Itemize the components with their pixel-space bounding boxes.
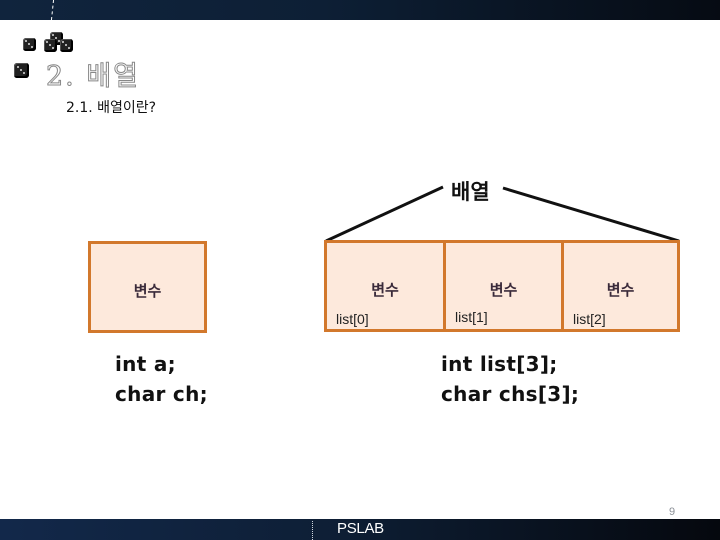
variable-label: 변수 xyxy=(606,281,635,299)
variable-label: 변수 xyxy=(489,281,518,299)
code-line: char ch; xyxy=(115,382,208,406)
footer-bar: PSLAB xyxy=(0,519,720,540)
top-header-bar xyxy=(0,0,720,20)
slide-subtitle: 2.1. 배열이란? xyxy=(66,100,157,116)
code-line: int a; xyxy=(115,352,176,376)
single-variable-code: int a; char ch; xyxy=(115,349,208,409)
index-label: list[2] xyxy=(573,311,606,327)
footer-divider xyxy=(312,521,314,540)
index-label: list[1] xyxy=(455,309,488,325)
single-variable-box: 변수 xyxy=(88,241,207,333)
index-label: list[0] xyxy=(336,311,369,327)
variable-label: 변수 xyxy=(133,282,162,300)
array-cell-1: 변수 list[1] xyxy=(443,240,564,332)
slide-title: 2. 배열 xyxy=(45,61,141,93)
code-line: char chs[3]; xyxy=(441,382,580,406)
array-cell-0: 변수 list[0] xyxy=(324,240,446,332)
footer-brand: PSLAB xyxy=(337,520,384,537)
page-number: 9 xyxy=(669,506,676,518)
array-code: int list[3]; char chs[3]; xyxy=(441,349,579,409)
array-label: 배열 xyxy=(451,180,490,204)
variable-label: 변수 xyxy=(371,281,399,299)
array-cell-2: 변수 list[2] xyxy=(561,240,680,332)
code-line: int list[3]; xyxy=(441,352,558,376)
